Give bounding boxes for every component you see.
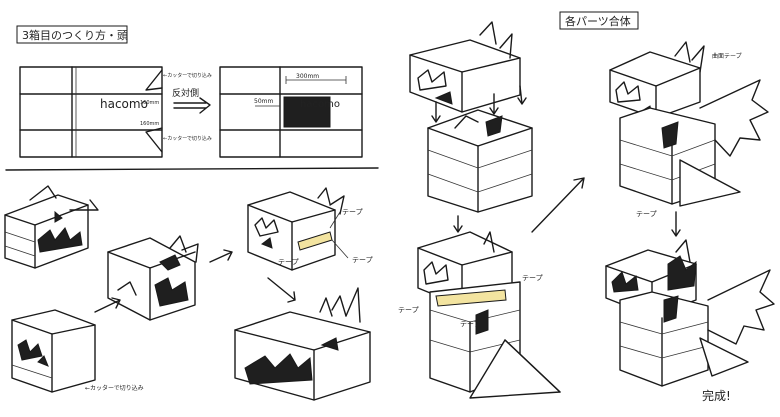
assembly-step-head-body bbox=[409, 21, 533, 213]
dim-160-b: 160mm bbox=[140, 121, 159, 127]
tape-label-5: テープ bbox=[460, 320, 481, 328]
arrow-step3-down bbox=[671, 211, 681, 237]
arrow-step2-up bbox=[531, 177, 585, 233]
tape-label-2: テープ bbox=[278, 258, 299, 266]
final-dragon: 完成! bbox=[605, 239, 775, 403]
done-label: 完成! bbox=[702, 388, 731, 403]
left-title-text: 3箱目のつくり方・頭 bbox=[22, 28, 128, 42]
tape-label-6: テープ bbox=[522, 274, 543, 282]
dim-300: 300mm bbox=[296, 73, 319, 80]
sheet-print-back: hacomo bbox=[300, 99, 340, 110]
head-box-taped: テープ テープ テープ bbox=[247, 187, 373, 271]
tape-label-4: テープ bbox=[398, 306, 419, 314]
cut-label-1: ←カッターで切り込み bbox=[163, 72, 212, 79]
assembly-step-wings: 曲面テープ テープ bbox=[609, 41, 769, 218]
section-divider bbox=[5, 167, 379, 171]
sheet-print: hacomo bbox=[100, 97, 148, 111]
arrow-d-to-e bbox=[267, 277, 296, 303]
flip-label: 反対側 bbox=[172, 87, 199, 99]
tape-label-3: テープ bbox=[352, 256, 373, 264]
head-box-jaw: ←カッターで切り込み bbox=[11, 309, 144, 393]
left-section-title: 3箱目のつくり方・頭 bbox=[16, 25, 128, 44]
flip-arrow: 反対側 bbox=[172, 87, 211, 114]
head-box-cut bbox=[107, 235, 199, 321]
arrow-c-to-b bbox=[94, 297, 121, 313]
tape-label-7: テープ bbox=[636, 210, 657, 218]
right-title-text: 各パーツ合体 bbox=[565, 14, 631, 28]
unfolded-sheet-back: 300mm 50mm hacomo bbox=[219, 66, 363, 158]
cut-label-3: ←カッターで切り込み bbox=[85, 384, 144, 392]
unfolded-sheet-front: hacomo ←カッターで切り込み 160mm 160mm ←カッターで切り込み bbox=[19, 66, 212, 158]
head-box-finished bbox=[234, 287, 371, 401]
assembly-step-taped: テープ テープ テープ bbox=[398, 231, 561, 399]
dim-50: 50mm bbox=[254, 98, 273, 105]
cutout-area bbox=[283, 96, 331, 128]
arrow-step1-down bbox=[453, 215, 463, 233]
tape-strip-2 bbox=[435, 289, 507, 307]
head-box-open bbox=[4, 185, 99, 269]
dim-160-a: 160mm bbox=[140, 100, 159, 106]
tape-label-1: テープ bbox=[342, 208, 363, 216]
arrow-b-to-d bbox=[209, 249, 233, 263]
curved-tape-label: 曲面テープ bbox=[712, 52, 742, 60]
cut-label-2: ←カッターで切り込み bbox=[163, 135, 212, 142]
right-section-title: 各パーツ合体 bbox=[559, 11, 639, 30]
